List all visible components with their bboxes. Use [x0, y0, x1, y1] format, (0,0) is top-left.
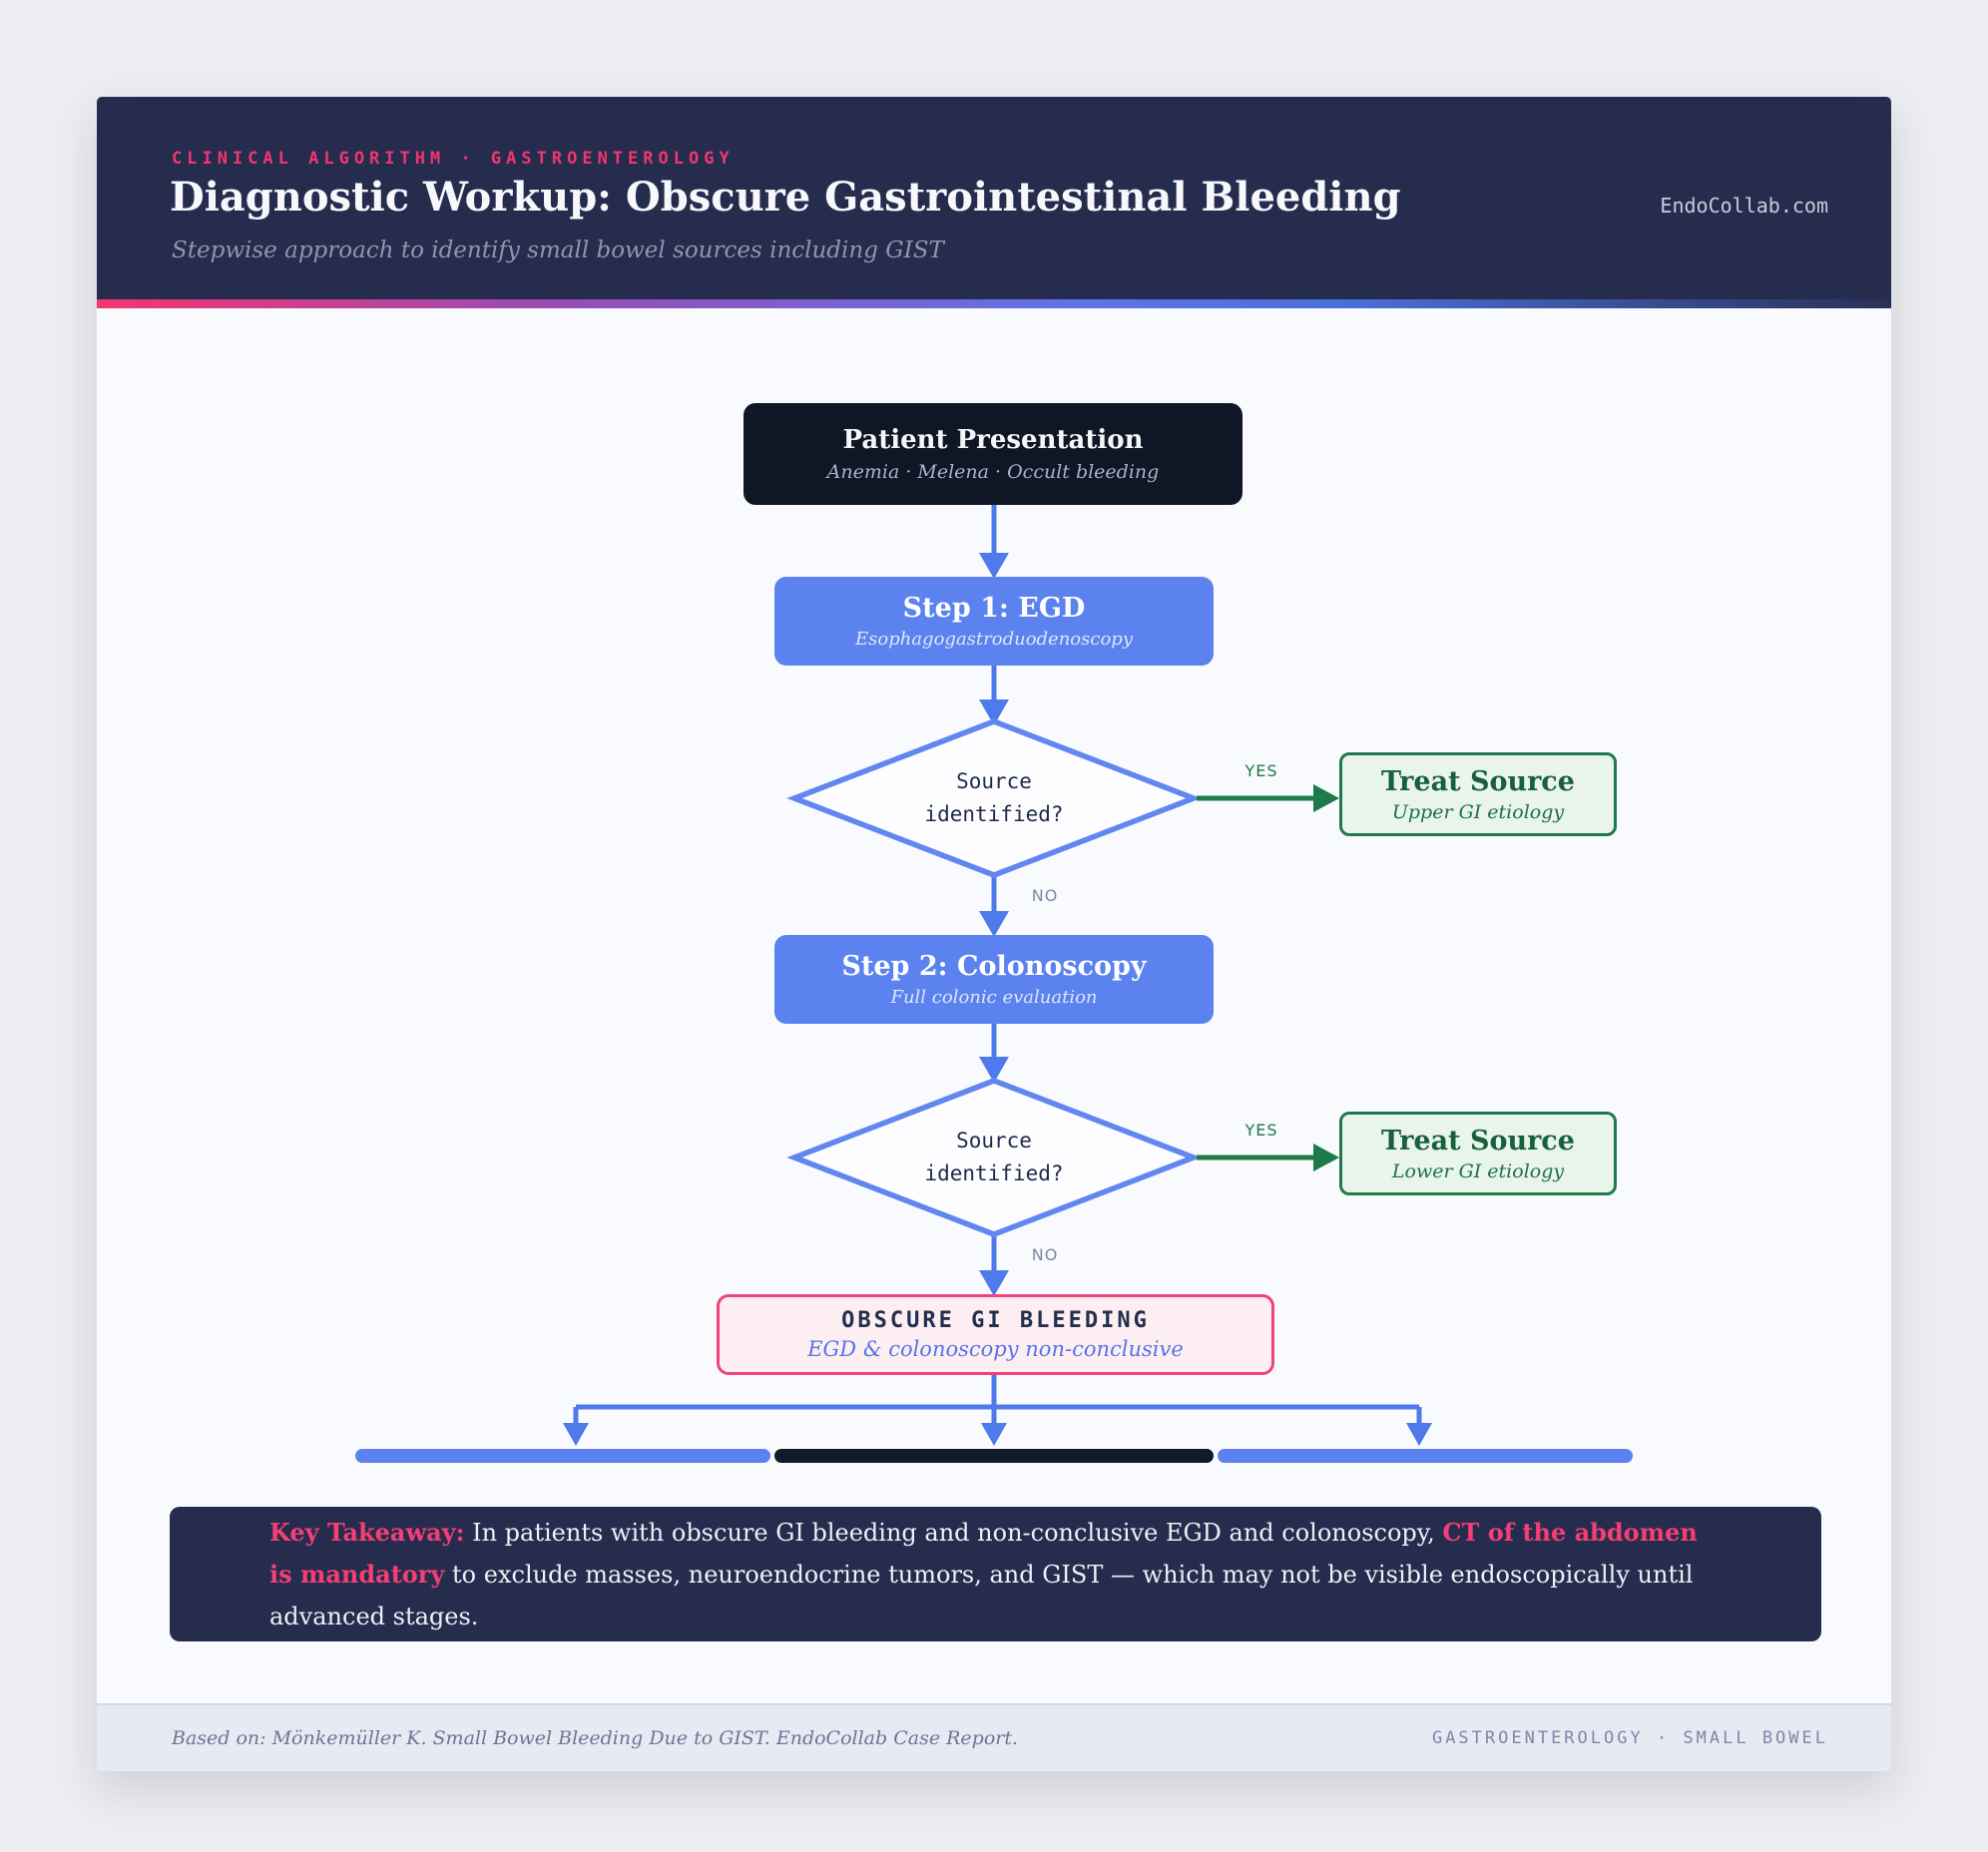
- node-subtitle: Lower GI etiology: [1391, 1159, 1565, 1182]
- footer-tags: GASTROENTEROLOGY · SMALL BOWEL: [1431, 1728, 1828, 1748]
- treat-source-lower-node: Treat Source Lower GI etiology: [1339, 1112, 1617, 1195]
- node-title: Step 1: EGD: [902, 593, 1086, 624]
- eyebrow-label: CLINICAL ALGORITHM · GASTROENTEROLOGY: [172, 149, 735, 169]
- takeaway-after: to exclude masses, neuroendocrine tumors…: [269, 1560, 1694, 1630]
- patient-presentation-node: Patient Presentation Anemia · Melena · O…: [744, 403, 1242, 505]
- node-title: Patient Presentation: [842, 425, 1144, 455]
- node-subtitle: Full colonic evaluation: [890, 987, 1098, 1008]
- takeaway-label: Key Takeaway:: [269, 1517, 465, 1547]
- key-takeaway-box: Key Takeaway: In patients with obscure G…: [170, 1507, 1821, 1641]
- yes-label-2: YES: [1244, 1121, 1278, 1140]
- key-takeaway-text: Key Takeaway: In patients with obscure G…: [170, 1512, 1821, 1637]
- decision-1-text: Source identified?: [924, 769, 1064, 826]
- footer: Based on: Mönkemüller K. Small Bowel Ble…: [97, 1703, 1891, 1771]
- takeaway-before: In patients with obscure GI bleeding and…: [464, 1518, 1443, 1547]
- branch-bar-left: [355, 1449, 770, 1463]
- decision-2-text: Source identified?: [924, 1129, 1064, 1185]
- node-subtitle: Esophagogastroduodenoscopy: [855, 629, 1133, 650]
- treat-source-upper-node: Treat Source Upper GI etiology: [1339, 752, 1617, 836]
- step2-colonoscopy-node: Step 2: Colonoscopy Full colonic evaluat…: [774, 935, 1214, 1024]
- node-title: OBSCURE GI BLEEDING: [841, 1308, 1150, 1333]
- branch-bar-center: [774, 1449, 1214, 1463]
- header: CLINICAL ALGORITHM · GASTROENTEROLOGY Di…: [97, 97, 1891, 299]
- algorithm-card: CLINICAL ALGORITHM · GASTROENTEROLOGY Di…: [97, 97, 1891, 1771]
- node-title: Step 2: Colonoscopy: [841, 951, 1147, 982]
- green-connector-lines: [1197, 795, 1316, 1160]
- site-link[interactable]: EndoCollab.com: [1660, 194, 1828, 218]
- yes-label-1: YES: [1244, 761, 1278, 780]
- page-subtitle: Stepwise approach to identify small bowe…: [172, 237, 944, 263]
- obscure-gi-bleeding-node: OBSCURE GI BLEEDING EGD & colonoscopy no…: [717, 1294, 1274, 1375]
- page-title: Diagnostic Workup: Obscure Gastrointesti…: [170, 174, 1401, 221]
- green-arrowheads: [1313, 784, 1339, 1171]
- step1-egd-node: Step 1: EGD Esophagogastroduodenoscopy: [774, 577, 1214, 666]
- takeaway-highlight: CT of the abdomen is mandatory: [269, 1517, 1698, 1589]
- citation-text: Based on: Mönkemüller K. Small Bowel Ble…: [172, 1727, 1019, 1749]
- node-subtitle: Upper GI etiology: [1391, 800, 1565, 823]
- node-title: Treat Source: [1381, 1125, 1575, 1157]
- branch-bar-right: [1218, 1449, 1633, 1463]
- node-title: Treat Source: [1381, 765, 1575, 797]
- no-label-1: NO: [1031, 886, 1059, 905]
- gradient-divider: [97, 299, 1891, 308]
- no-label-2: NO: [1031, 1245, 1059, 1264]
- node-subtitle: Anemia · Melena · Occult bleeding: [826, 461, 1160, 483]
- node-subtitle: EGD & colonoscopy non-conclusive: [807, 1337, 1184, 1361]
